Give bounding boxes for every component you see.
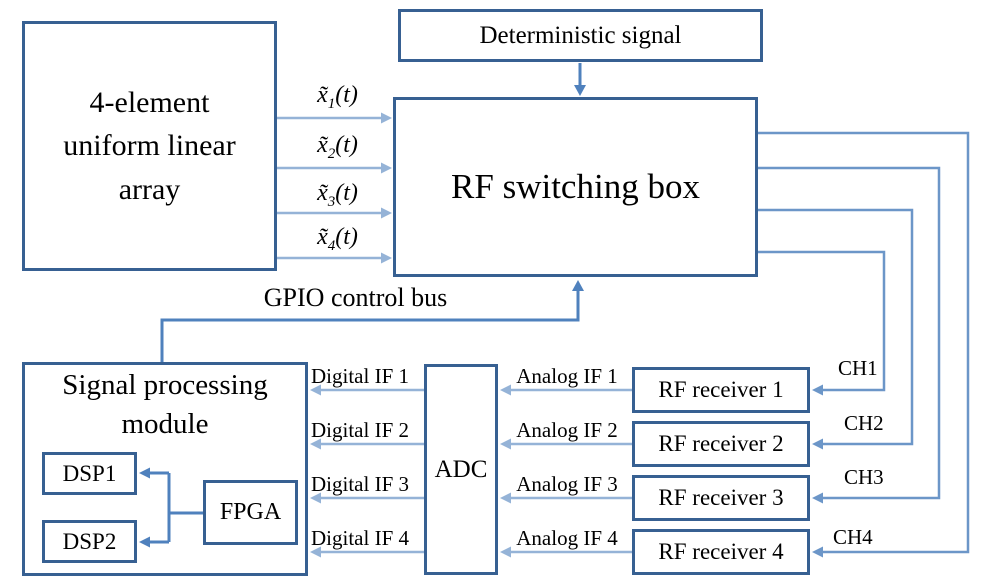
rf-receiver-3-box: RF receiver 3 — [632, 475, 810, 521]
digital-if-4-label: Digital IF 4 — [311, 526, 409, 550]
signal-arrow-4 — [277, 252, 392, 264]
rf-receiver-4-box: RF receiver 4 — [632, 529, 810, 575]
digital-if-2-label: Digital IF 2 — [311, 418, 409, 442]
signal-arrow-3 — [277, 207, 392, 219]
rf-switching-label: RF switching box — [451, 167, 700, 206]
rf-receiver-1-label: RF receiver 1 — [658, 377, 784, 402]
gpio-connector — [160, 280, 584, 362]
digital-if-arrow-1 — [310, 384, 424, 396]
analog-if-arrow-3 — [500, 492, 632, 504]
signal-arrow-2 — [277, 162, 392, 174]
array-label-line2: uniform linear — [63, 129, 236, 163]
analog-if-3-label: Analog IF 3 — [516, 472, 618, 496]
dsp1-label: DSP1 — [62, 460, 117, 486]
dsp2-box: DSP2 — [42, 520, 137, 563]
signal-label-1: x̃1(t) — [317, 82, 358, 112]
analog-if-4-label: Analog IF 4 — [516, 526, 618, 550]
digital-if-arrow-2 — [310, 438, 424, 450]
dsp1-box: DSP1 — [42, 452, 137, 495]
fpga-dsp-connector — [139, 467, 203, 548]
deterministic-arrow — [574, 63, 586, 96]
analog-if-arrow-4 — [500, 546, 632, 558]
analog-if-1-label: Analog IF 1 — [516, 364, 618, 388]
dsp2-label: DSP2 — [62, 528, 117, 554]
ch2-route — [758, 208, 914, 450]
signal-arrow-1 — [277, 112, 392, 124]
antenna-array-box: 4-element uniform linear array — [22, 21, 277, 271]
signal-processing-module-title: Signal processing module — [62, 369, 268, 441]
digital-if-1-label: Digital IF 1 — [311, 364, 409, 388]
adc-label: ADC — [434, 455, 488, 483]
fpga-label: FPGA — [219, 499, 282, 525]
ch2-label: CH2 — [844, 411, 884, 435]
adc-box: ADC — [424, 364, 498, 575]
ch3-route — [758, 166, 941, 504]
analog-if-2-label: Analog IF 2 — [516, 418, 618, 442]
ch4-route — [758, 131, 970, 558]
digital-if-arrow-3 — [310, 492, 424, 504]
ch1-route — [758, 250, 886, 396]
ch4-label: CH4 — [833, 525, 873, 549]
array-label-line3: array — [118, 172, 181, 206]
deterministic-signal-label: Deterministic signal — [479, 21, 682, 49]
ch3-label: CH3 — [844, 465, 884, 489]
signal-label-4: x̃4(t) — [317, 224, 358, 254]
rf-receiver-2-box: RF receiver 2 — [632, 421, 810, 467]
rf-receiver-4-label: RF receiver 4 — [658, 539, 784, 564]
rf-switching-box: RF switching box — [393, 97, 758, 277]
array-label-line1: 4-element — [89, 85, 210, 119]
digital-if-arrow-4 — [310, 546, 424, 558]
fpga-box: FPGA — [203, 480, 298, 545]
ch1-label: CH1 — [838, 356, 878, 380]
rf-receiver-1-box: RF receiver 1 — [632, 367, 810, 413]
analog-if-arrow-1 — [500, 384, 632, 396]
rf-receiver-2-label: RF receiver 2 — [658, 431, 784, 456]
digital-if-3-label: Digital IF 3 — [311, 472, 409, 496]
signal-label-3: x̃3(t) — [317, 180, 358, 210]
analog-if-arrow-2 — [500, 438, 632, 450]
deterministic-signal-box: Deterministic signal — [398, 9, 763, 62]
gpio-control-bus-label: GPIO control bus — [263, 283, 448, 312]
signal-label-2: x̃2(t) — [317, 132, 358, 162]
rf-receiver-3-label: RF receiver 3 — [658, 485, 784, 510]
